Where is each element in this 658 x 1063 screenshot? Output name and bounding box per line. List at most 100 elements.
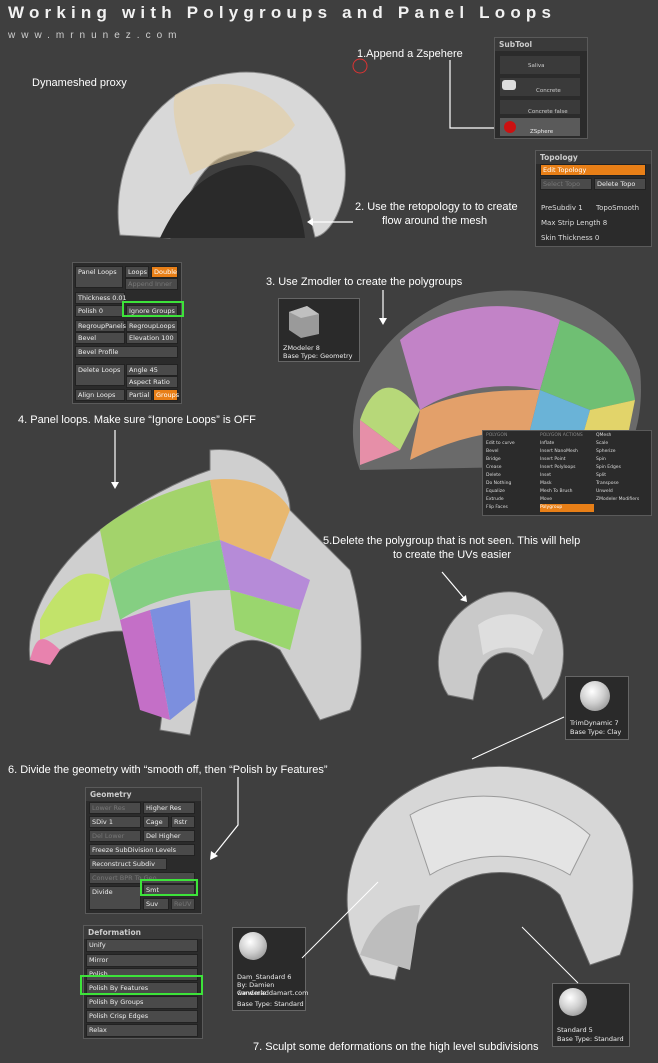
trimdynamic-brush-thumb[interactable]: TrimDynamic 7 Base Type: Clay [565,676,629,740]
mirror-button[interactable]: Mirror [86,954,198,967]
polish-crisp-edges-slider[interactable]: Polish Crisp Edges [86,1010,198,1023]
subtool-item-selected[interactable]: ZSphere [500,118,580,136]
partial-toggle[interactable]: Partial [126,389,152,401]
bevel-profile-curve[interactable]: Bevel Profile [75,346,178,358]
edit-topology-button[interactable]: Edit Topology [540,164,646,176]
caption-step5a: 5.Delete the polygroup that is not seen.… [323,535,581,547]
highlight-smt [140,879,198,896]
proxy-mesh-render [117,71,346,239]
unify-button[interactable]: Unify [86,939,198,952]
suv-toggle[interactable]: Suv [143,898,169,910]
topology-panel: Topology Edit Topology Select Topo Delet… [535,150,652,247]
higher-res-button[interactable]: Higher Res [143,802,195,814]
align-loops-button[interactable]: Align Loops [75,389,125,401]
zmodeler-brush-thumb[interactable]: ZModeler 8 Base Type: Geometry [278,298,360,362]
cube-icon [289,306,319,338]
angle-slider[interactable]: Angle 45 [126,364,178,376]
divide-button[interactable]: Divide [89,886,141,910]
subtool-item[interactable]: Concrete false [500,100,580,115]
standard-brush-thumb[interactable]: Standard 5 Base Type: Standard [552,983,630,1047]
geometry-panel: Geometry Lower Res Higher Res SDiv 1 Cag… [85,787,202,914]
delete-loops-button[interactable]: Delete Loops [75,364,125,386]
reuv-button[interactable]: ReUV [171,898,195,910]
highlight-ignore-groups [122,301,184,317]
pointer-line [521,926,579,984]
subtool-panel: SubTool Saliva Concrete Concrete false Z… [494,37,588,139]
toposmooth-slider[interactable]: TopoSmooth [596,204,640,212]
sdiv-slider[interactable]: SDiv 1 [89,816,141,828]
max-strip-length-slider[interactable]: Max Strip Length 8 [541,219,608,227]
caption-step3: 3. Use Zmodler to create the polygroups [266,276,463,288]
append-inner-toggle[interactable]: Append Inner [125,278,178,290]
del-higher-button[interactable]: Del Higher [143,830,195,842]
site-url: www.mrnunez.com [8,30,183,41]
sculpted-mesh-render [346,765,634,981]
cage-button[interactable]: Cage [143,816,169,828]
caption-step6: 6. Divide the geometry with “smooth off,… [8,764,328,776]
elevation-slider[interactable]: Elevation 100 [126,332,178,344]
aspect-ratio-slider[interactable]: Aspect Ratio [126,376,178,388]
presubdiv-slider[interactable]: PreSubdiv 1 [541,204,583,212]
dam-standard-brush-thumb[interactable]: Dam_Standard 6 By: Damien Canderle www.m… [232,927,308,1011]
arrow-down [111,430,119,489]
polygroup-mesh-render [352,290,641,470]
polish-by-groups-slider[interactable]: Polish By Groups [86,996,198,1009]
freeze-subdivision-button[interactable]: Freeze SubDivision Levels [89,844,195,856]
select-topo-button[interactable]: Select Topo [540,178,592,190]
highlight-polish-by-features [80,975,203,995]
caption-step2b: flow around the mesh [382,215,488,227]
caption-proxy: Dynameshed proxy [32,77,127,89]
zsphere-icon [504,121,516,133]
double-toggle[interactable]: Double [151,266,178,278]
panel-loops-button[interactable]: Panel Loops [75,266,123,288]
deleted-group-render [437,591,564,701]
rstr-button[interactable]: Rstr [171,816,195,828]
convert-bpr-button[interactable]: Convert BPR To Geo [89,872,195,884]
topology-header: Topology [536,151,651,164]
page-title: Working with Polygroups and Panel Loops [8,3,557,22]
caption-step4: 4. Panel loops. Make sure “Ignore Loops”… [18,414,256,426]
deformation-panel: Deformation Unify Mirror Polish Polish B… [83,925,203,1039]
clay-ball-icon [580,681,610,711]
standard-brush-icon [559,988,587,1016]
subtool-header: SubTool [495,38,587,51]
panel-loops-render [28,449,362,736]
del-lower-button[interactable]: Del Lower [89,830,141,842]
polish-slider[interactable]: Polish 0 [75,305,123,317]
loops-slider[interactable]: Loops [125,266,149,278]
standard-brush-icon [239,932,267,960]
arrow-to-part [441,571,467,602]
caption-step1: 1.Append a Zspehere [357,48,463,60]
thickness-slider[interactable]: Thickness 0.01 [75,292,127,304]
arrow-to-mesh [307,218,353,226]
caption-step7: 7. Sculpt some deformations on the high … [253,1041,539,1053]
pointer-line [471,716,565,760]
subtool-item[interactable]: Concrete [500,78,580,96]
click-indicator-icon [352,58,368,74]
relax-slider[interactable]: Relax [86,1024,198,1037]
subtool-thumb-icon [502,80,516,90]
arrow-to-geometry [210,777,239,860]
skin-thickness-slider[interactable]: Skin Thickness 0 [541,234,600,242]
panel-loops-panel: Panel Loops Loops Double Append Inner Th… [72,262,182,404]
pointer-line [301,881,379,959]
caption-step2a: 2. Use the retopology to to create [355,201,518,213]
subtool-item[interactable]: Saliva [500,56,580,74]
bevel-toggle[interactable]: Bevel [75,332,125,344]
delete-topo-button[interactable]: Delete Topo [594,178,646,190]
lower-res-button[interactable]: Lower Res [89,802,141,814]
polish-slider[interactable]: Polish [86,968,198,981]
regroup-loops-toggle[interactable]: RegroupLoops [126,320,178,332]
deformation-header: Deformation [84,926,202,939]
regroup-panels-toggle[interactable]: RegroupPanels [75,320,126,332]
geometry-header: Geometry [86,788,201,801]
reconstruct-subdiv-button[interactable]: Reconstruct Subdiv [89,858,167,870]
caption-step5b: to create the UVs easier [393,549,512,561]
arrow-to-subtool [449,60,500,132]
groups-toggle[interactable]: Groups [153,389,179,401]
arrow-down [379,290,387,325]
